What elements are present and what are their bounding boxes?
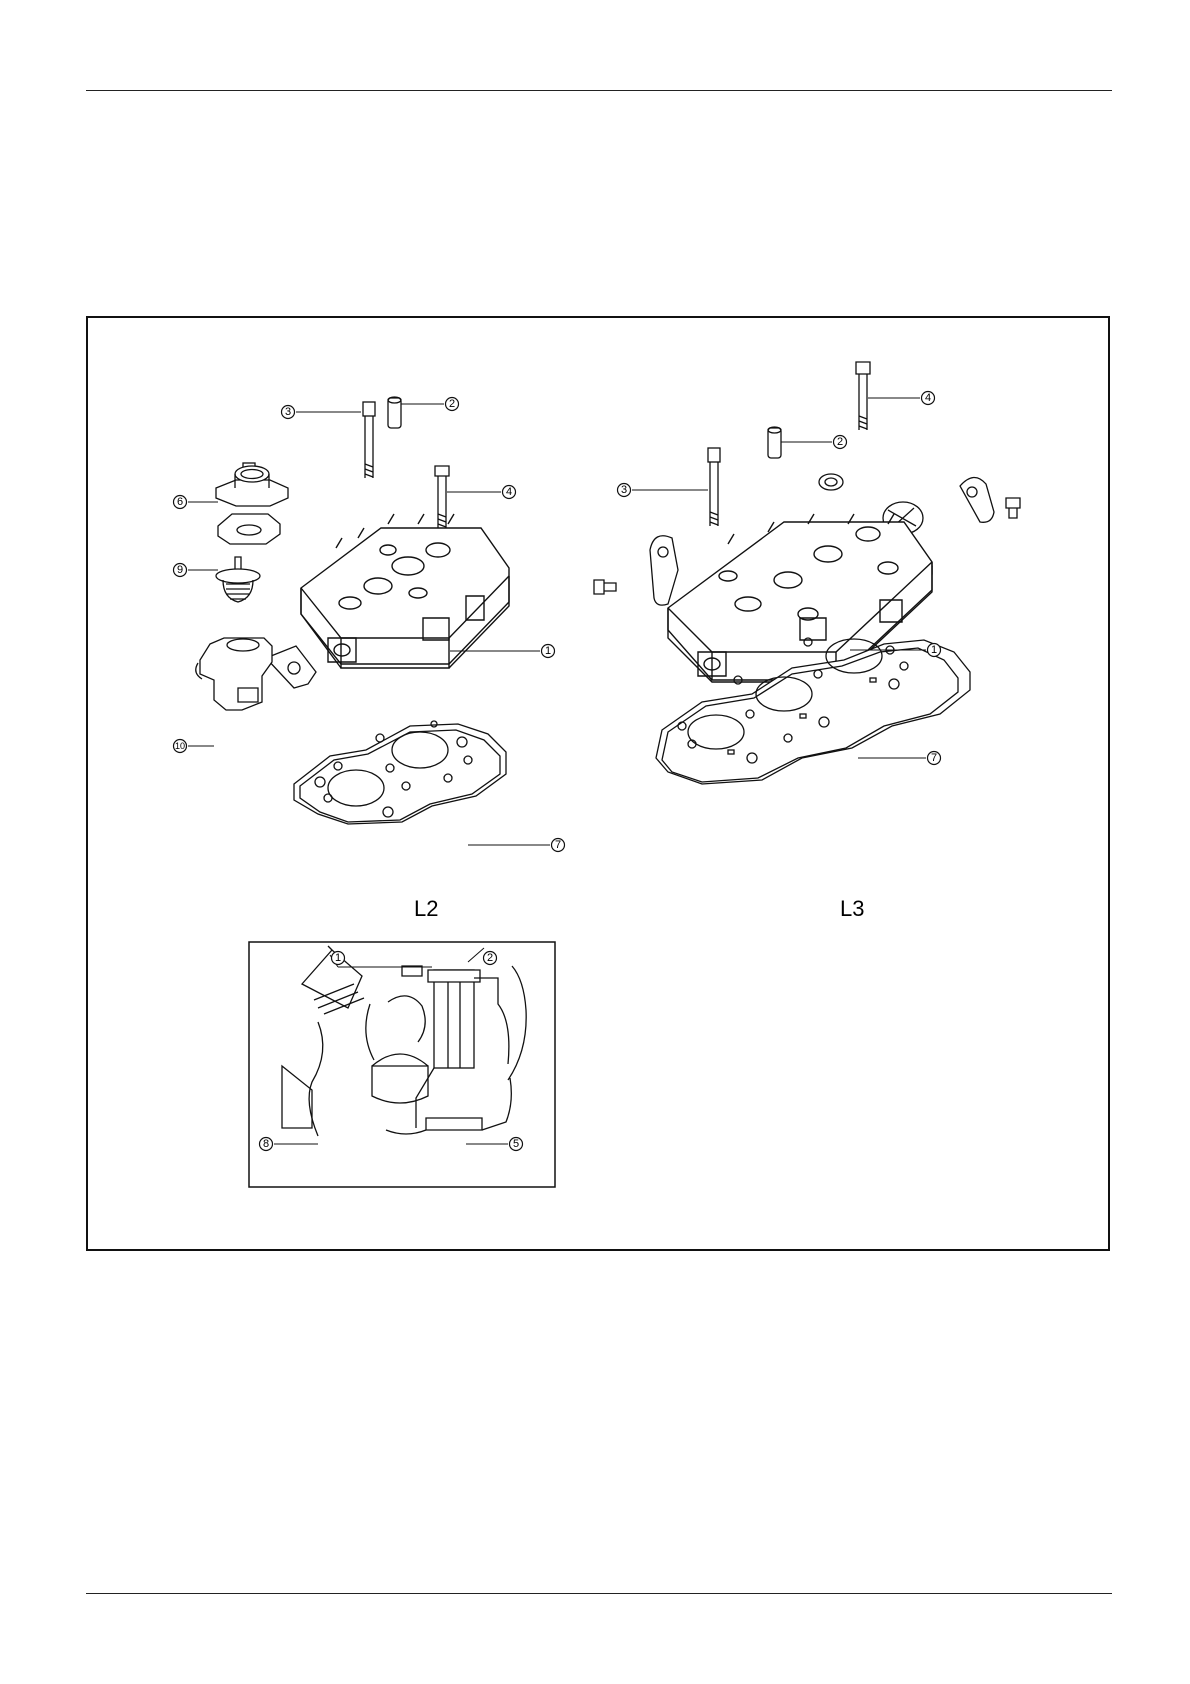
svg-text:2: 2 xyxy=(837,436,843,448)
callout-8: 8 xyxy=(260,1138,273,1151)
callout-3-l2: 3 xyxy=(282,406,295,419)
l2-assembly xyxy=(196,397,509,824)
sleeve-2-l3 xyxy=(768,427,781,458)
bolt-left-l3 xyxy=(594,580,616,594)
variant-label-l3: L3 xyxy=(840,896,864,921)
callout-7-l3: 7 xyxy=(928,752,941,765)
svg-text:4: 4 xyxy=(506,486,512,498)
exploded-diagram: 3 2 4 6 9 1 10 7 4 2 3 1 7 1 2 8 5 L2 L3 xyxy=(88,318,1108,1249)
callout-1-l3: 1 xyxy=(928,644,941,657)
header-rule xyxy=(86,90,1112,91)
svg-text:10: 10 xyxy=(175,741,185,751)
stud-bolt-3-l3 xyxy=(708,448,720,526)
callout-2-l3: 2 xyxy=(834,436,847,449)
callout-1-inset: 1 xyxy=(332,952,345,965)
guide-sleeve-inset xyxy=(416,970,509,1128)
callout-2-l2: 2 xyxy=(446,398,459,411)
svg-text:8: 8 xyxy=(263,1138,269,1150)
svg-text:2: 2 xyxy=(449,398,455,410)
svg-text:9: 9 xyxy=(177,564,183,576)
water-pipe-10 xyxy=(196,638,272,710)
callouts: 3 2 4 6 9 1 10 7 4 2 3 1 7 1 2 8 5 xyxy=(174,392,941,1151)
inset-detail xyxy=(249,942,555,1187)
callout-3-l3: 3 xyxy=(618,484,631,497)
svg-text:3: 3 xyxy=(285,406,291,418)
lifting-eye-right-l3 xyxy=(960,477,994,522)
callout-10: 10 xyxy=(174,740,187,753)
l3-assembly xyxy=(594,362,1020,784)
svg-text:7: 7 xyxy=(555,839,561,851)
figure-frame: 3 2 4 6 9 1 10 7 4 2 3 1 7 1 2 8 5 L2 L3 xyxy=(86,316,1110,1251)
footer-rule xyxy=(86,1593,1112,1594)
bolt-4-l3 xyxy=(856,362,870,430)
valve-guide-section xyxy=(282,946,428,1136)
callout-9: 9 xyxy=(174,564,187,577)
lifting-eye-left-l3 xyxy=(650,536,678,605)
svg-text:3: 3 xyxy=(621,484,627,496)
sleeve-2-l2 xyxy=(388,397,401,428)
svg-text:2: 2 xyxy=(487,952,493,964)
head-gasket-7-l2 xyxy=(294,721,506,824)
oil-seal-l3 xyxy=(819,474,843,490)
thermostat-9 xyxy=(216,557,260,602)
svg-text:1: 1 xyxy=(931,644,937,656)
variant-label-l2: L2 xyxy=(414,896,438,921)
cylinder-head-1-l2 xyxy=(301,514,509,668)
bolt-right-l3 xyxy=(1006,498,1020,518)
callout-2-inset: 2 xyxy=(484,952,497,965)
water-outlet-6 xyxy=(216,466,288,506)
callout-1-l2: 1 xyxy=(542,645,555,658)
svg-text:1: 1 xyxy=(545,645,551,657)
svg-text:5: 5 xyxy=(513,1138,519,1150)
callout-4-l3: 4 xyxy=(922,392,935,405)
small-gasket-l2 xyxy=(266,646,316,688)
callout-6: 6 xyxy=(174,496,187,509)
svg-text:6: 6 xyxy=(177,496,183,508)
stud-bolt-3-l2 xyxy=(363,402,375,478)
svg-text:1: 1 xyxy=(335,952,341,964)
outlet-gasket xyxy=(218,514,280,544)
svg-text:7: 7 xyxy=(931,752,937,764)
bolt-4-l2 xyxy=(435,466,449,528)
callout-7-l2: 7 xyxy=(552,839,565,852)
callout-5: 5 xyxy=(510,1138,523,1151)
callout-4-l2: 4 xyxy=(503,486,516,499)
svg-text:4: 4 xyxy=(925,392,931,404)
